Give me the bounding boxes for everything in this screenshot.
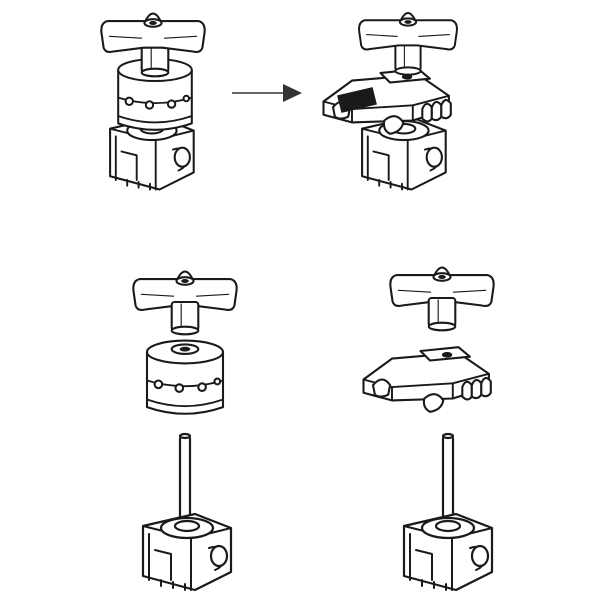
base-socket-icon [141, 512, 233, 592]
wing-knob-icon [100, 12, 206, 54]
stud-pin-icon [178, 432, 192, 528]
arrow-right-icon [232, 84, 302, 102]
knob-shaft-icon [394, 43, 422, 76]
round-spigot-clamp-icon [145, 339, 225, 415]
wing-knob-icon [358, 12, 458, 51]
knob-shaft-icon [170, 300, 200, 336]
clamp-jaw-pad-icon [337, 87, 377, 113]
base-socket-icon [361, 116, 447, 191]
exploded-clamp-mount [362, 266, 495, 592]
assembled-gaffer-grip-mount [322, 12, 458, 191]
stud-pin-icon [441, 432, 455, 528]
assembled-spigot-mount [100, 12, 206, 191]
base-socket-icon [402, 512, 494, 592]
knob-shaft-icon [427, 296, 457, 332]
exploded-spigot-mount [132, 270, 238, 592]
spring-clamp-icon [362, 346, 492, 413]
